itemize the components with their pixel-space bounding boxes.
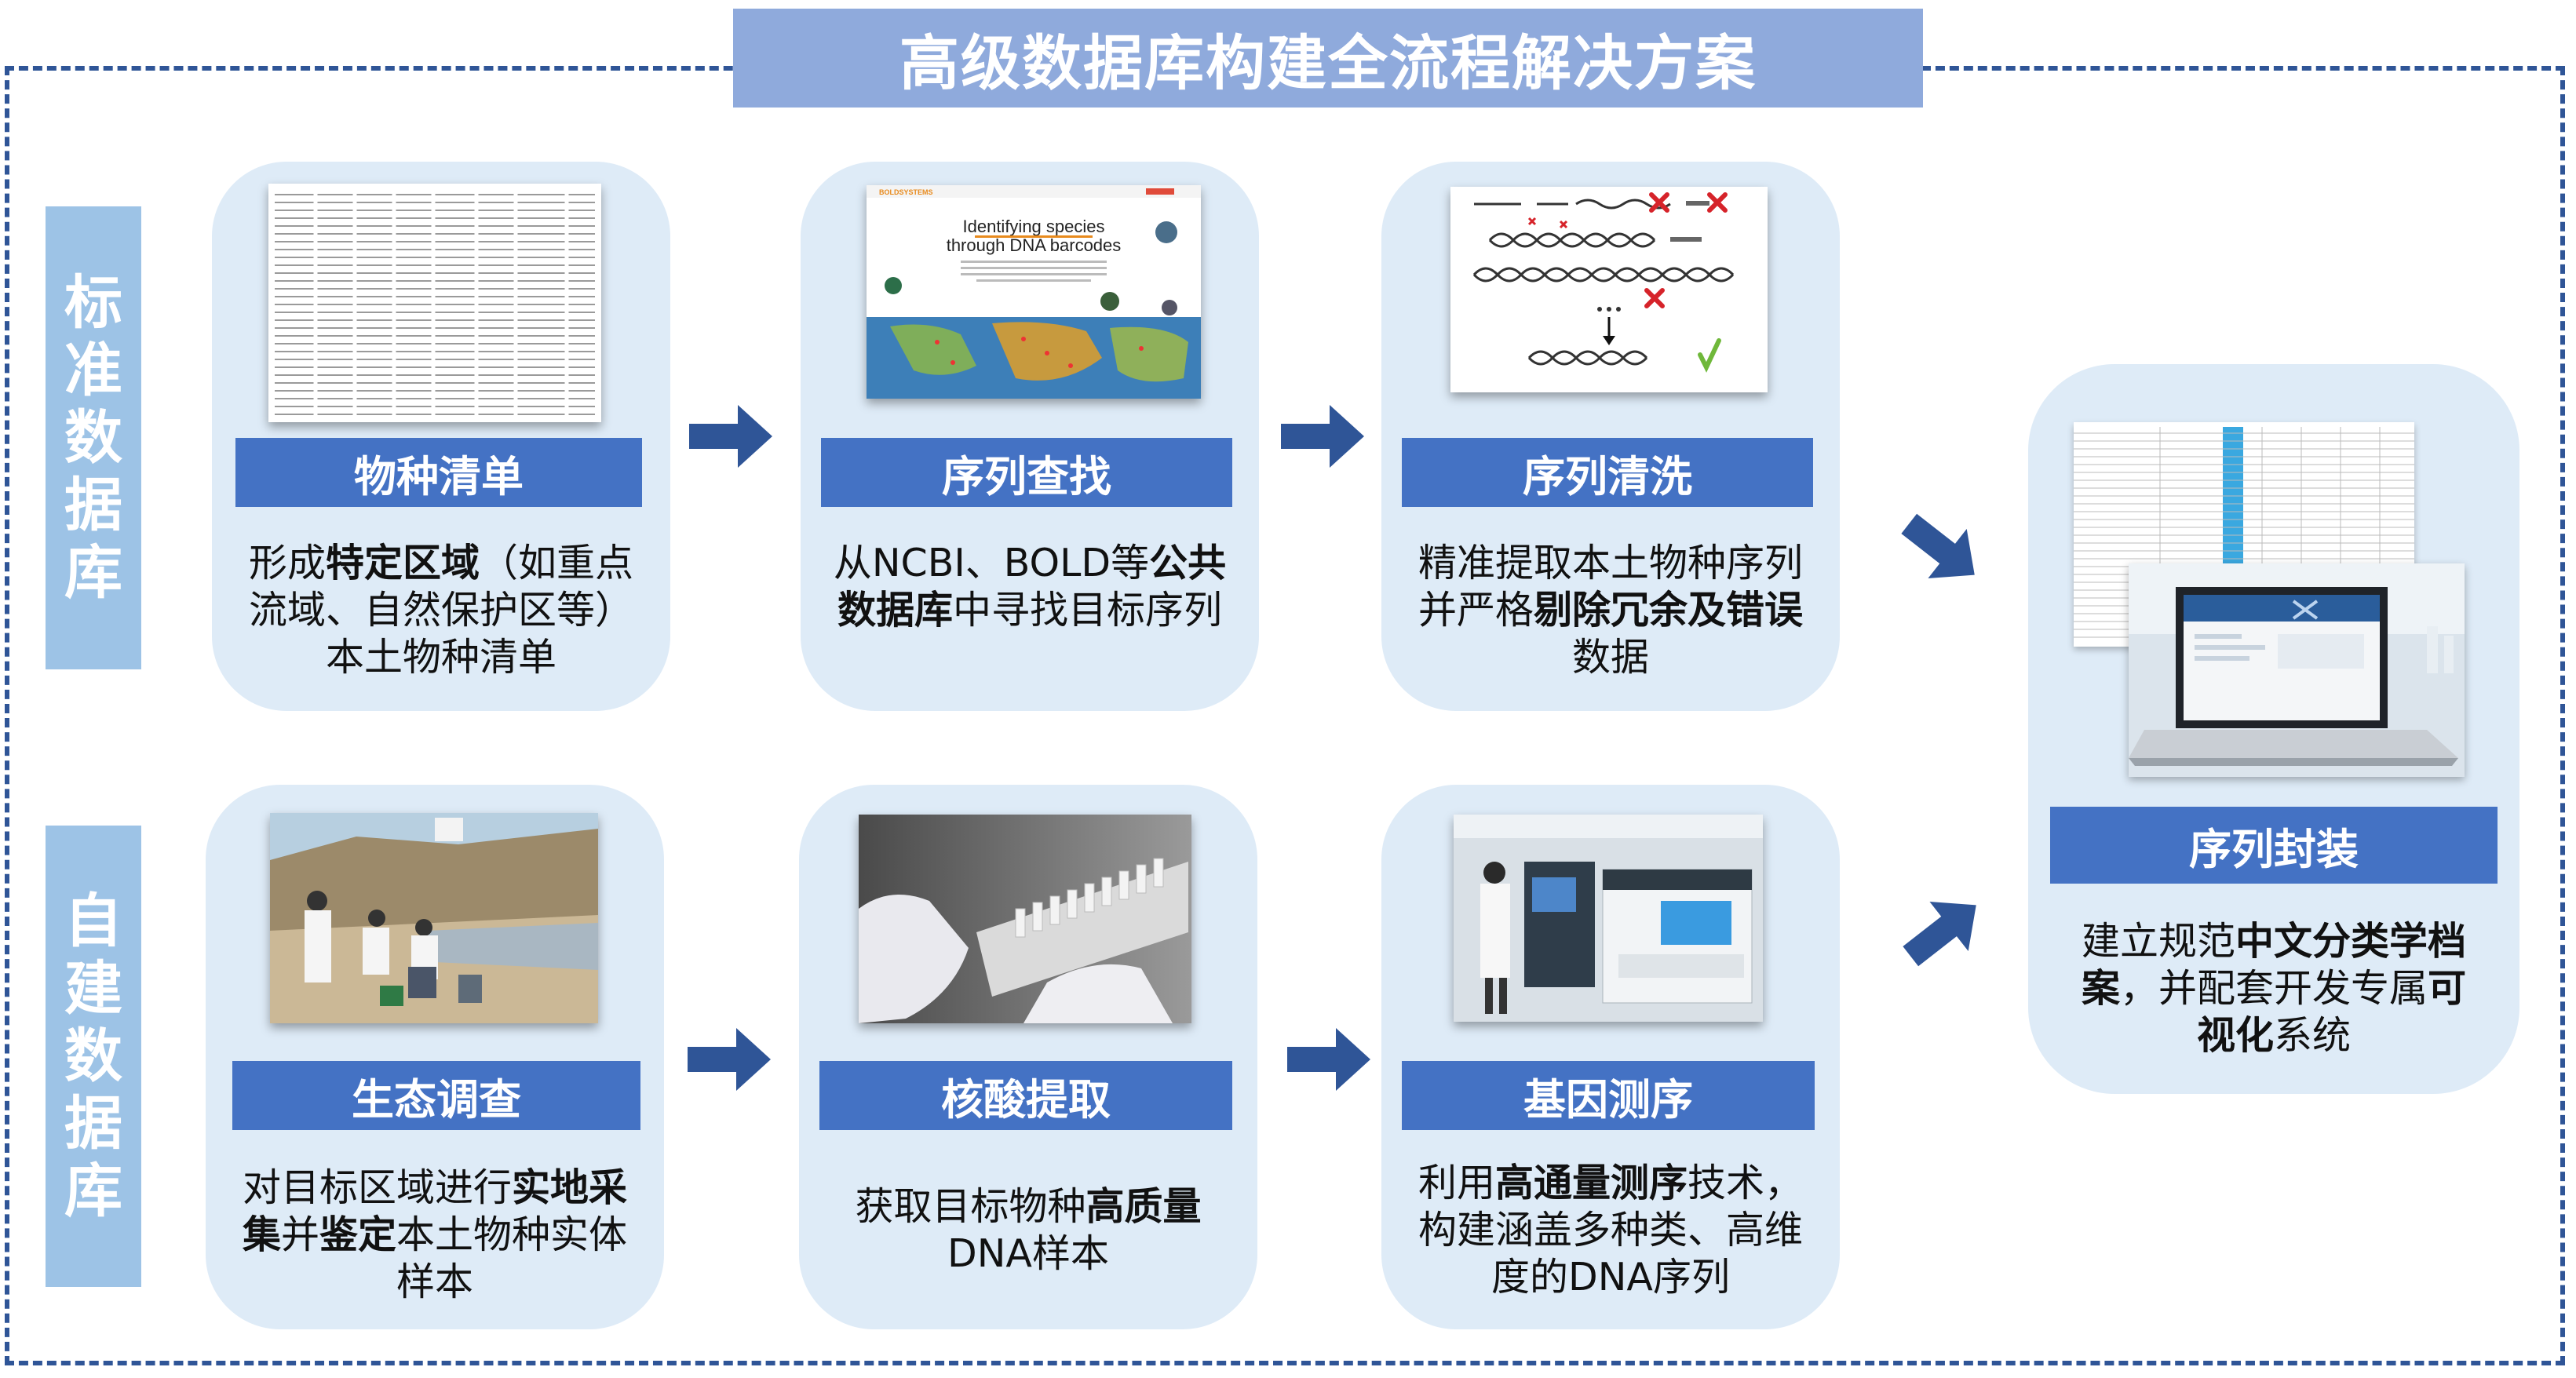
- bold-systems-image: BOLDSYSTEMS Identifying species through …: [867, 185, 1201, 399]
- step-desc-eco-survey: 对目标区域进行实地采集并鉴定本土物种实体样本: [242, 1165, 628, 1304]
- step-desc-gene-sequencing: 利用高通量测序技术，构建涵盖多种类、高维度的DNA序列: [1418, 1161, 1804, 1300]
- lab-pipette-photo: [859, 815, 1191, 1023]
- side-label-custom-db: 自建数据库: [46, 826, 141, 1287]
- laptop-image: [2129, 563, 2465, 777]
- dna-cleaning-thumbnail: [1450, 187, 1768, 392]
- step-label-eco-survey: 生态调查: [232, 1061, 640, 1130]
- step-label-sequence-search: 序列查找: [821, 438, 1232, 507]
- arrow-right-icon: [1281, 405, 1364, 468]
- step-label-species-list: 物种清单: [235, 438, 642, 507]
- field-survey-photo: [270, 813, 598, 1023]
- laptop-system-photo: [2129, 563, 2465, 777]
- species-table-thumbnail: [268, 184, 601, 422]
- arrow-right-icon: [1287, 1028, 1370, 1091]
- bold-headline-2: through DNA barcodes: [947, 235, 1122, 255]
- bold-logo: BOLDSYSTEMS: [879, 188, 933, 196]
- arrow-right-icon: [688, 1028, 771, 1091]
- gene-sequencing-image: [1454, 815, 1763, 1022]
- card-eco-survey: 生态调查 对目标区域进行实地采集并鉴定本土物种实体样本: [206, 785, 664, 1329]
- bold-headline-1: Identifying species: [963, 217, 1105, 236]
- card-gene-sequencing: 基因测序 利用高通量测序技术，构建涵盖多种类、高维度的DNA序列: [1381, 785, 1840, 1329]
- sequencing-lab-photo: [1454, 815, 1763, 1022]
- page-title: 高级数据库构建全流程解决方案: [733, 9, 1923, 108]
- step-label-sequence-cleaning: 序列清洗: [1402, 438, 1813, 507]
- step-label-sequence-packaging: 序列封装: [2050, 807, 2498, 884]
- arrow-right-icon: [689, 405, 772, 468]
- arrow-down-right-icon: [1901, 513, 1975, 579]
- card-sequence-search: BOLDSYSTEMS Identifying species through …: [801, 162, 1259, 711]
- step-label-gene-sequencing: 基因测序: [1402, 1061, 1815, 1130]
- spreadsheet-image: [268, 184, 601, 422]
- step-desc-species-list: 形成特定区域（如重点流域、自然保护区等）本土物种清单: [248, 541, 634, 680]
- dna-cleaning-image: [1450, 187, 1768, 392]
- card-species-list: 物种清单 形成特定区域（如重点流域、自然保护区等）本土物种清单: [212, 162, 670, 711]
- card-sequence-packaging: 序列封装 建立规范中文分类学档案，并配套开发专属可视化系统: [2028, 364, 2519, 1094]
- step-desc-sequence-search: 从NCBI、BOLD等公共数据库中寻找目标序列: [833, 541, 1227, 632]
- field-survey-image: [270, 813, 598, 1023]
- bold-systems-thumbnail: BOLDSYSTEMS Identifying species through …: [867, 185, 1201, 399]
- card-sequence-cleaning: 序列清洗 精准提取本土物种序列并严格剔除冗余及错误数据: [1381, 162, 1840, 711]
- arrow-up-right-icon: [1903, 901, 1976, 967]
- step-desc-sequence-cleaning: 精准提取本土物种序列并严格剔除冗余及错误数据: [1418, 541, 1804, 680]
- nucleic-extraction-image: [859, 815, 1191, 1023]
- step-desc-sequence-packaging: 建立规范中文分类学档案，并配套开发专属可视化系统: [2081, 919, 2467, 1058]
- side-label-standard-db: 标准数据库: [46, 206, 141, 669]
- step-label-nucleic-extraction: 核酸提取: [819, 1061, 1232, 1130]
